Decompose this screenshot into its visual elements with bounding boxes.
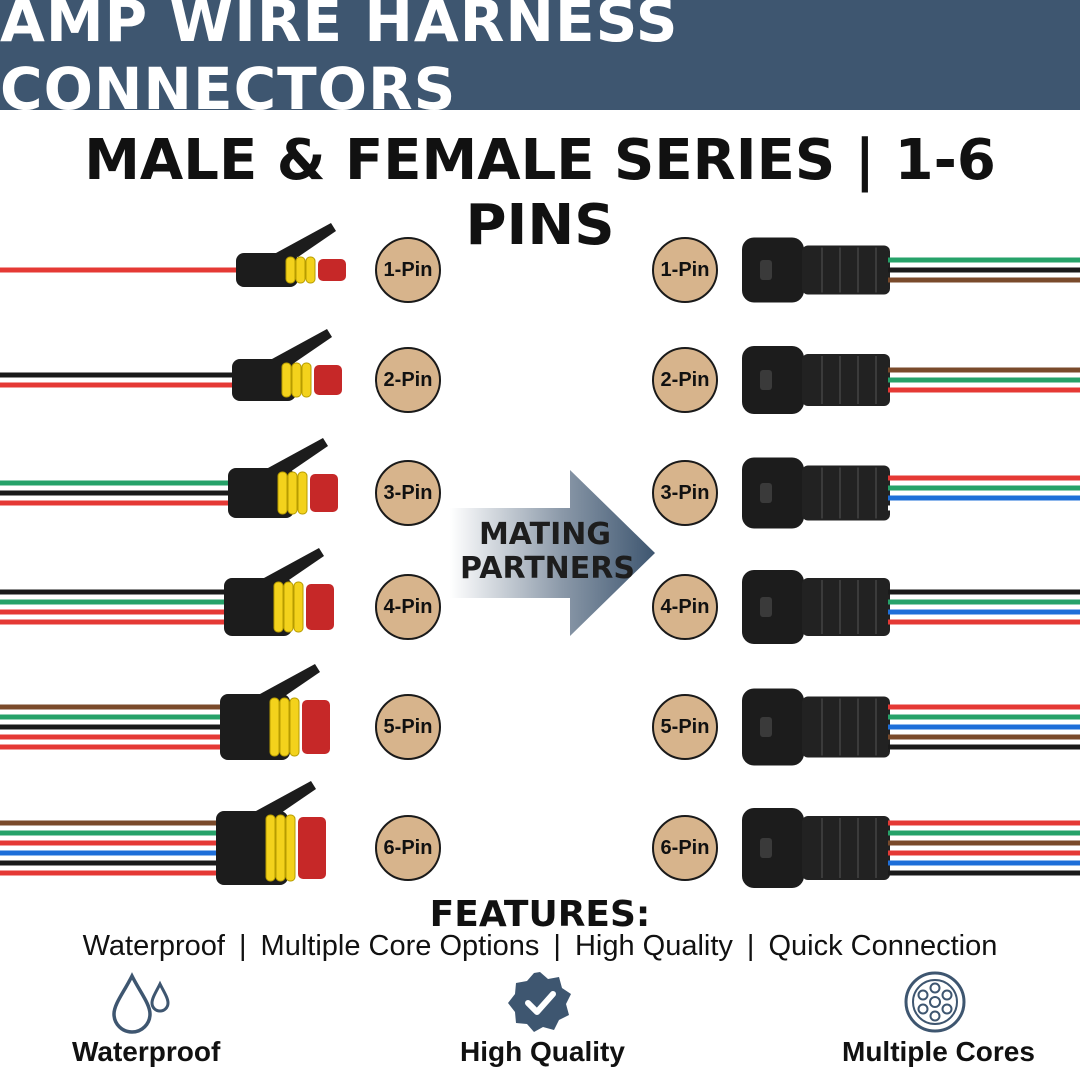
female-connector-group	[0, 223, 346, 885]
bottom-label-waterproof: Waterproof	[72, 1036, 221, 1067]
male-housing-body	[802, 578, 890, 636]
male-housing-body	[802, 816, 890, 880]
feature-separator: |	[239, 930, 247, 962]
male-housing-front	[742, 457, 804, 529]
contact-face	[298, 817, 326, 879]
check-badge-icon	[508, 972, 571, 1032]
seal-ring	[277, 471, 288, 515]
male-badge-5-pin: 5-Pin	[652, 694, 718, 760]
contact-face	[310, 474, 338, 512]
male-latch-slot	[760, 597, 772, 617]
male-badge-6-pin: 6-Pin	[652, 815, 718, 881]
female-badge-4-pin: 4-Pin	[375, 574, 441, 640]
seal-ring	[305, 256, 316, 284]
water-drops-icon	[112, 972, 170, 1034]
contact-face	[302, 700, 330, 754]
feature-item: Waterproof	[82, 930, 225, 962]
male-housing-body	[802, 354, 890, 406]
male-housing-front	[742, 346, 804, 414]
female-badge-3-pin: 3-Pin	[375, 460, 441, 526]
features-list: Waterproof | Multiple Core Options | Hig…	[0, 930, 1080, 963]
page-title: AMP WIRE HARNESS CONNECTORS	[0, 0, 679, 123]
seal-ring	[275, 814, 286, 882]
contact-face	[314, 365, 342, 395]
male-badge-4-pin: 4-Pin	[652, 574, 718, 640]
bottom-label-multiple-cores: Multiple Cores	[842, 1036, 1035, 1067]
mating-line-1: MATING	[478, 517, 612, 552]
bottom-label-high-quality: High Quality	[460, 1036, 625, 1067]
male-housing-body	[802, 245, 890, 295]
male-latch-slot	[760, 370, 772, 390]
female-badge-1-pin: 1-Pin	[375, 237, 441, 303]
female-housing	[232, 359, 296, 401]
seal-ring	[279, 697, 290, 757]
male-badge-2-pin: 2-Pin	[652, 347, 718, 413]
seal-ring	[291, 362, 302, 398]
male-housing-front	[742, 688, 804, 766]
male-housing-front	[742, 570, 804, 644]
page-subtitle: MALE & FEMALE SERIES | 1-6 PINS	[84, 128, 996, 258]
male-latch-slot	[760, 717, 772, 737]
seal-ring	[297, 471, 308, 515]
feature-separator: |	[746, 930, 755, 962]
latch	[276, 223, 336, 257]
mating-line-2: PARTNERS	[460, 551, 635, 586]
male-housing-body	[802, 465, 890, 521]
seal-ring	[289, 697, 300, 757]
seal-ring	[269, 697, 280, 757]
mating-arrow	[450, 470, 655, 636]
latch	[264, 548, 324, 582]
seal-ring	[301, 362, 312, 398]
seal-ring	[285, 256, 296, 284]
latch	[272, 329, 332, 363]
seal-ring	[281, 362, 292, 398]
features-title: FEATURES:	[429, 894, 651, 935]
female-housing	[236, 253, 298, 287]
female-badge-2-pin: 2-Pin	[375, 347, 441, 413]
seal-ring	[287, 471, 298, 515]
seal-ring	[265, 814, 276, 882]
male-badge-3-pin: 3-Pin	[652, 460, 718, 526]
seal-ring	[295, 256, 306, 284]
seal-ring	[283, 581, 294, 633]
contact-face	[306, 584, 334, 630]
female-badge-6-pin: 6-Pin	[375, 815, 441, 881]
latch	[256, 781, 316, 815]
male-latch-slot	[760, 838, 772, 858]
contact-face	[318, 259, 346, 281]
seal-ring	[293, 581, 304, 633]
feature-item: Multiple Core Options	[260, 930, 540, 962]
seal-ring	[285, 814, 296, 882]
male-latch-slot	[760, 483, 772, 503]
male-badge-1-pin: 1-Pin	[652, 237, 718, 303]
male-housing-body	[802, 696, 890, 758]
latch	[260, 664, 320, 698]
male-housing-front	[742, 237, 804, 303]
title-banner: AMP WIRE HARNESS CONNECTORS	[0, 0, 1080, 123]
feature-separator: |	[553, 930, 561, 962]
feature-item: High Quality	[574, 930, 733, 962]
male-latch-slot	[760, 260, 772, 280]
female-badge-5-pin: 5-Pin	[375, 694, 441, 760]
seal-ring	[273, 581, 284, 633]
male-connector-group	[742, 237, 1080, 888]
male-housing-front	[742, 808, 804, 888]
feature-item: Quick Connection	[768, 930, 998, 962]
multi-core-icon	[904, 971, 966, 1033]
mating-label: MATING PARTNERS	[460, 517, 635, 586]
latch	[268, 438, 328, 472]
